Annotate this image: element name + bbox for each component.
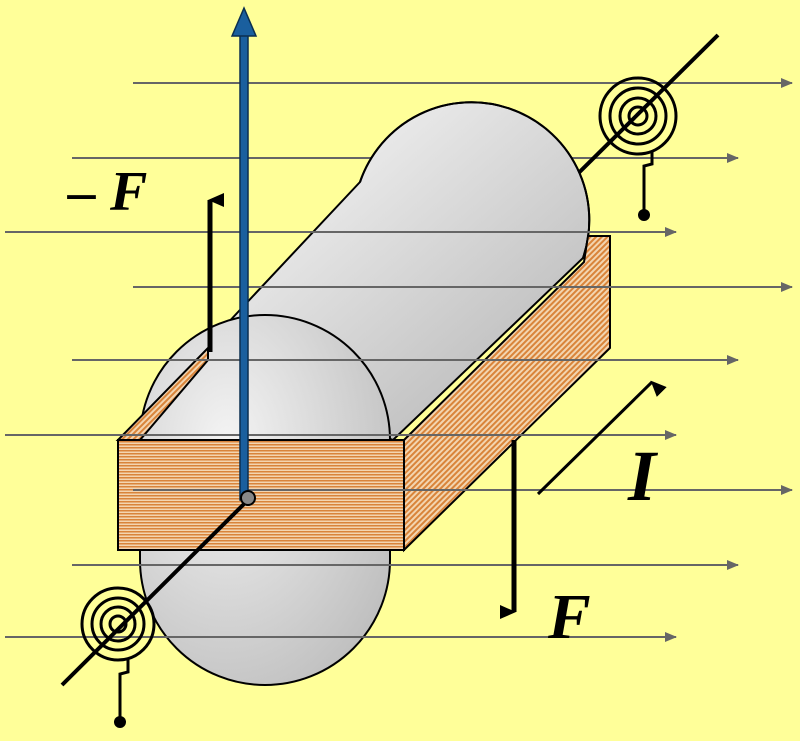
- frame-front: [117, 439, 405, 551]
- current-label: I: [627, 436, 659, 516]
- force-label: F: [547, 581, 591, 652]
- spiral-contact-top-icon: [598, 76, 678, 221]
- spiral-contact-bottom-icon: [80, 586, 156, 728]
- current-arrow: [536, 380, 667, 496]
- axle-center: [240, 490, 256, 506]
- neg-force-label: – F: [67, 161, 147, 223]
- axle-front: [60, 498, 250, 687]
